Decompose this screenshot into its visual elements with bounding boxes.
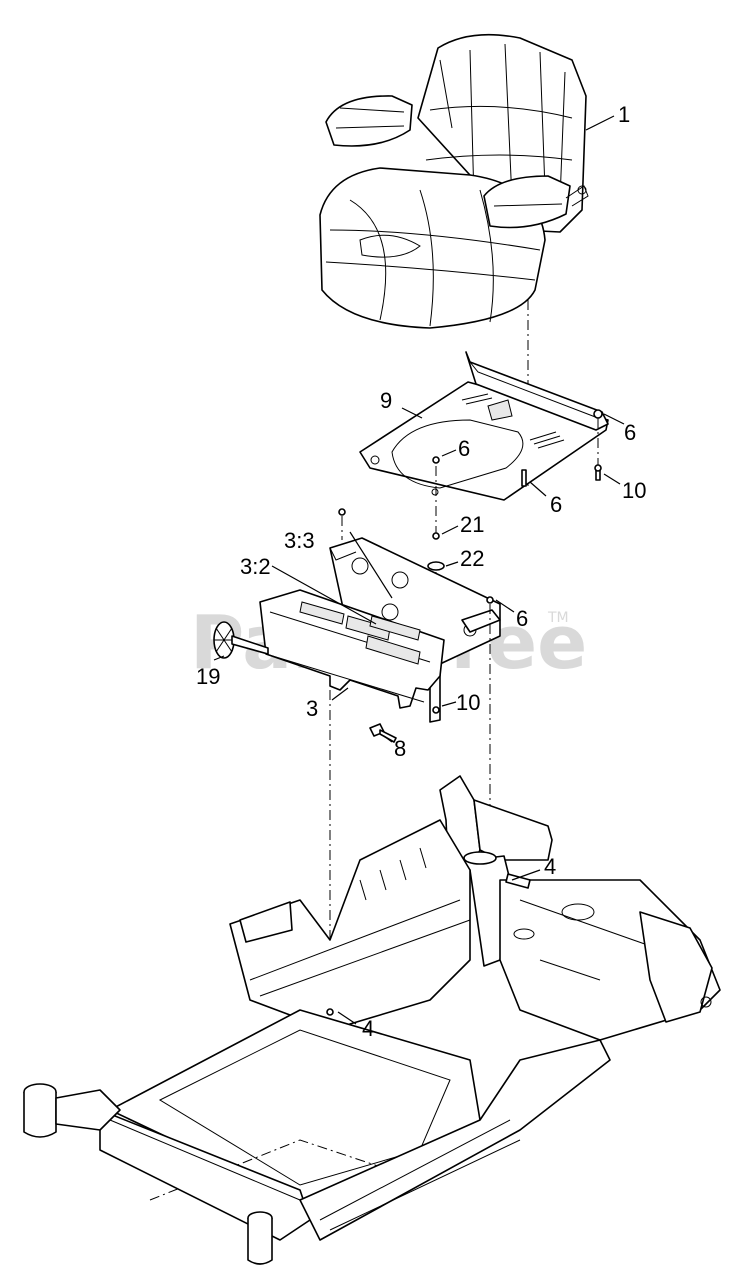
callout-6-d: 6 — [516, 606, 528, 631]
seat-plate — [359, 351, 609, 501]
seat-bracket — [259, 508, 501, 840]
watermark-tm: TM — [547, 610, 569, 626]
callout-3-3: 3:3 — [284, 528, 315, 553]
callout-6-b: 6 — [624, 420, 636, 445]
callout-19: 19 — [196, 664, 220, 689]
callout-10-b: 10 — [456, 690, 480, 715]
callout-4-b: 4 — [362, 1016, 374, 1041]
callout-22: 22 — [460, 546, 484, 571]
callout-10-a: 10 — [622, 478, 646, 503]
callout-4-a: 4 — [544, 854, 556, 879]
hardware-right — [521, 409, 603, 487]
callout-1: 1 — [618, 102, 630, 127]
chassis-frame — [23, 775, 721, 1265]
callout-6-c: 6 — [550, 492, 562, 517]
bolt — [369, 723, 397, 743]
callout-labels: 1 9 6 6 6 10 21 22 3:3 3:2 6 19 3 10 8 4… — [196, 102, 646, 1041]
callout-3-2: 3:2 — [240, 554, 271, 579]
callout-9: 9 — [380, 388, 392, 413]
callout-8: 8 — [394, 736, 406, 761]
callout-3: 3 — [306, 696, 318, 721]
callout-21: 21 — [460, 512, 484, 537]
adjustment-knob — [213, 621, 269, 659]
callout-6-a: 6 — [458, 436, 470, 461]
seat — [319, 33, 589, 329]
